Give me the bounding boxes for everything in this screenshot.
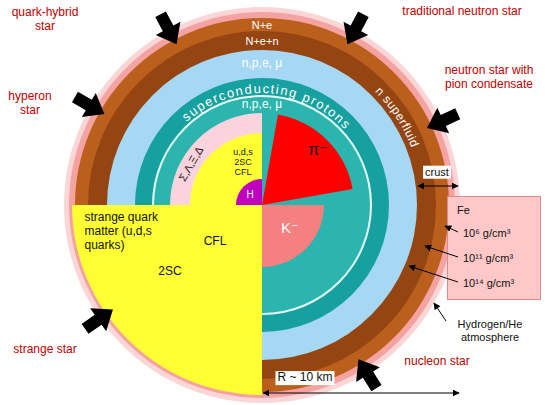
leader-line	[409, 266, 458, 282]
curved-label-layer: n superfluid	[88, 31, 436, 379]
star-type-label: strange star	[13, 343, 76, 357]
pointer-arrow	[335, 8, 376, 51]
pion-wedge-shape	[262, 114, 353, 205]
region-label: H	[246, 189, 253, 201]
atmosphere-label: Hydrogen/He atmosphere	[440, 318, 540, 343]
crust-dimension	[418, 186, 458, 187]
pointer-arrow	[68, 85, 111, 126]
region-label: CFL	[204, 235, 227, 249]
leader-line	[445, 226, 458, 232]
density-label: 10⁶ g/cm³	[463, 227, 510, 240]
region-label: strange quark matter (u,d,s quarks)	[85, 211, 180, 252]
star-type-label: traditional neutron star	[402, 5, 521, 19]
atmosphere-inner	[69, 12, 455, 398]
hyperon-wedge: u,d,s 2SC CFLHΣ,Λ,Ξ,Δ	[170, 113, 262, 205]
band-label: n,p,e, μ	[242, 98, 282, 112]
pointer-arrow	[421, 101, 464, 141]
atmosphere-outer	[64, 7, 460, 403]
radius-dimension	[263, 393, 459, 394]
superconducting-band: u,d,s 2SC CFLHΣ,Λ,Ξ,Δπ⁻K⁻n,p,e, μsuperco…	[135, 78, 389, 332]
crust-label: crust	[423, 166, 451, 179]
star-type-label: hyperon star	[3, 90, 58, 118]
band-label: superconducting protons	[179, 81, 355, 133]
leader-line	[425, 246, 458, 257]
region-label: 2SC	[158, 265, 181, 279]
band-label: n superfluid	[373, 84, 422, 150]
density-label: 10¹¹ g/cm³	[463, 252, 513, 265]
radius-label: R ~ 10 km	[275, 371, 334, 385]
star-type-label: quark-hybrid star	[5, 6, 85, 34]
region-label: K⁻	[281, 219, 299, 236]
pointer-arrow	[77, 298, 121, 340]
pointer-arrows	[68, 8, 464, 396]
band-label: n,p,e, μ	[242, 57, 282, 71]
pointer-arrow	[347, 352, 389, 396]
region-label: π⁻	[308, 141, 327, 159]
pointer-arrow	[148, 8, 189, 51]
band-label: N+e	[252, 19, 273, 32]
strange-matter-quadrant: strange quark matter (u,d,s quarks) CFL 2S…	[72, 205, 262, 395]
region-label: u,d,s 2SC CFL	[230, 148, 256, 178]
density-label: Fe	[457, 204, 470, 217]
kaon-wedge: K⁻	[262, 205, 324, 267]
leader-line	[434, 303, 446, 321]
crust-band: u,d,s 2SC CFLHΣ,Λ,Ξ,Δπ⁻K⁻n,p,e, μsuperco…	[75, 18, 449, 392]
density-box: Fe 10⁶ g/cm³ 10¹¹ g/cm³ 10¹⁴ g/cm³	[447, 196, 541, 300]
inner-crust-band: u,d,s 2SC CFLHΣ,Λ,Ξ,Δπ⁻K⁻n,p,e, μsuperco…	[88, 31, 436, 379]
star-type-label: neutron star with pion condensate	[437, 64, 541, 92]
outer-core-band: u,d,s 2SC CFLHΣ,Λ,Ξ,Δπ⁻K⁻n,p,e, μsuperco…	[107, 50, 417, 360]
curved-label-layer: superconducting protons	[135, 78, 389, 332]
band-label: N+e+n	[245, 35, 278, 48]
density-label: 10¹⁴ g/cm³	[463, 277, 514, 290]
star-type-label: nucleon star	[404, 355, 469, 369]
